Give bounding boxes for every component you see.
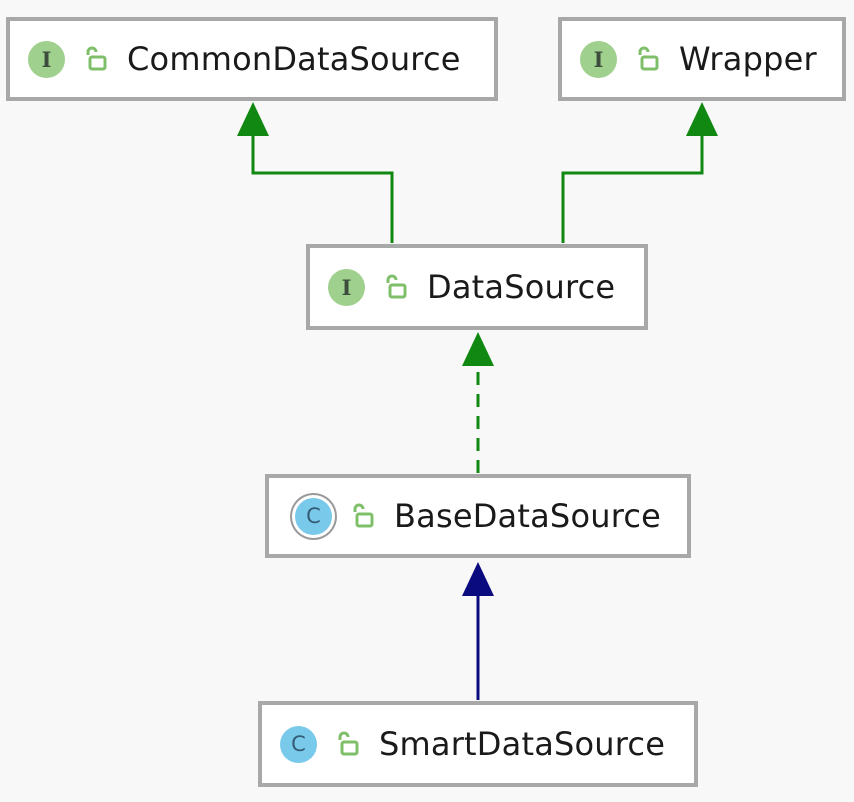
class-name: BaseDataSource [394,497,662,535]
unlocked-icon [86,46,107,71]
unlocked-icon [353,503,374,528]
interface-icon: I [28,40,65,78]
class-name: DataSource [427,268,616,306]
class-icon: C [280,725,317,763]
class-name: SmartDataSource [379,725,666,763]
interface-icon: I [580,40,617,78]
unlocked-icon [386,274,407,299]
arrowhead-basedatasource [462,562,494,596]
class-node-datasource[interactable]: I DataSource [306,244,648,330]
unlocked-icon [338,731,359,756]
class-node-basedatasource[interactable]: C BaseDataSource [265,474,691,558]
arrowhead-commondatasource [237,102,269,136]
class-node-wrapper[interactable]: I Wrapper [558,17,846,101]
class-name: CommonDataSource [127,40,461,78]
class-node-smartdatasource[interactable]: C SmartDataSource [258,701,698,787]
abstract-class-icon: C [295,497,332,535]
class-name: Wrapper [679,40,817,78]
unlocked-icon [638,46,659,71]
class-node-commondatasource[interactable]: I CommonDataSource [6,17,498,101]
arrowhead-datasource [462,332,494,366]
arrowhead-wrapper [686,102,718,136]
interface-icon: I [328,268,365,306]
edge-datasource-to-wrapper [561,130,704,243]
edge-datasource-to-commondatasource [251,130,394,243]
